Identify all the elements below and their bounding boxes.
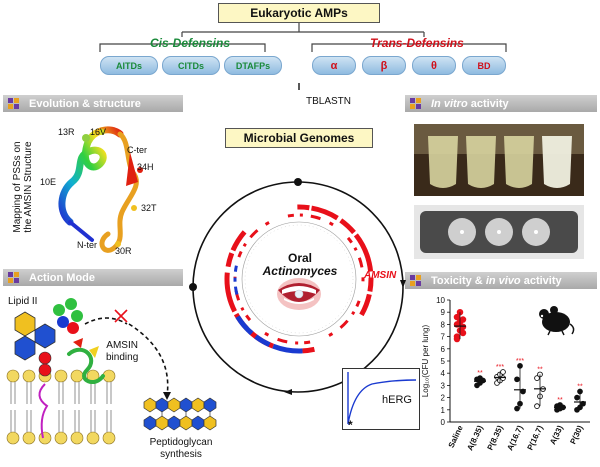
pill-dtafps: DTAFPs <box>224 56 282 75</box>
pill-alpha: α <box>312 56 356 75</box>
y-tick-label: 3 <box>441 381 446 390</box>
section-title-tox-italic: in vivo <box>485 274 521 287</box>
herg-trace <box>342 368 420 430</box>
data-point <box>459 316 467 323</box>
genome-map <box>224 204 374 354</box>
cycle-arrow-circle <box>189 178 406 395</box>
section-invitro-activity: In vitro activity <box>405 95 597 112</box>
section-action-mode: Action Mode <box>3 269 183 286</box>
x-tick-label: P(16.7) <box>526 424 545 452</box>
data-point <box>514 376 520 383</box>
residue-n-ter: N-ter <box>77 240 97 250</box>
trans-defensins-title: Trans-Defensins <box>370 36 464 50</box>
header-connectors <box>99 23 507 90</box>
x-tick-label: P(30) <box>568 424 585 446</box>
section-title-invitro-rest: activity <box>467 97 509 110</box>
y-tick-label: 9 <box>441 308 446 317</box>
y-tick-label: 10 <box>436 296 445 305</box>
tubes-photo <box>414 124 584 196</box>
center-title-actinomyces: Actinomyces <box>262 264 338 278</box>
data-point <box>574 394 580 401</box>
pill-bd: BD <box>462 56 506 75</box>
plate-photo <box>414 205 584 259</box>
x-tick-label: P(8.35) <box>486 424 505 452</box>
significance-label: *** <box>496 364 504 371</box>
significance-label: ** <box>577 384 583 391</box>
peptidoglycan-label: Peptidoglycan synthesis <box>138 437 224 461</box>
pill-beta: β <box>362 56 406 75</box>
section-title-invitro-italic: In vitro <box>431 97 468 110</box>
herg-label: hERG <box>382 394 412 406</box>
x-tick-label: A(16.7) <box>505 424 525 452</box>
y-tick-label: 8 <box>441 320 446 329</box>
amsin-binding-line-1: AMSIN <box>106 340 138 351</box>
y-tick-label: 2 <box>441 394 446 403</box>
significance-label: ** <box>557 397 563 404</box>
side-label-line-1: Mapping of PSSs on <box>12 141 23 233</box>
data-point <box>534 403 540 409</box>
significance-label: ** <box>477 370 483 377</box>
x-tick-label: Saline <box>447 424 465 450</box>
residue-c-ter: C-ter <box>127 145 147 155</box>
section-title-evolution: Evolution & structure <box>29 97 141 110</box>
section-icon <box>410 98 421 109</box>
residue-13r: 13R <box>58 127 75 137</box>
section-icon <box>8 98 19 109</box>
section-title-action: Action Mode <box>29 271 95 284</box>
eukaryotic-amps-box: Eukaryotic AMPs <box>218 3 380 23</box>
residue-16v: 16V <box>90 127 107 137</box>
residue-30r: 30R <box>115 246 132 256</box>
y-tick-label: 0 <box>441 418 446 427</box>
cis-defensins-title: Cis-Defensins <box>150 36 231 50</box>
amsin-binding-label: AMSIN binding <box>106 340 138 364</box>
tblastn-label: TBLASTN <box>306 96 352 107</box>
data-point <box>453 335 461 343</box>
pill-citds: CITDs <box>162 56 220 75</box>
data-point <box>500 369 506 375</box>
section-icon <box>8 272 19 283</box>
y-axis-label: Log₁₀(CFU per lung) <box>421 325 430 398</box>
center-title-oral: Oral <box>287 251 312 265</box>
microbial-genomes-box: Microbial Genomes <box>225 128 373 148</box>
section-evolution-structure: Evolution & structure <box>3 95 183 112</box>
amsin-binding-line-2: binding <box>106 352 139 363</box>
amsin-structure <box>58 126 143 253</box>
herg-star: * <box>348 418 353 432</box>
amsin-tag: AMSIN <box>364 270 397 281</box>
data-point <box>459 329 467 337</box>
center-title: Oral Actinomyces <box>258 252 342 278</box>
peptidoglycan-mesh <box>143 397 217 431</box>
y-tick-label: 4 <box>441 369 446 378</box>
y-tick-label: 6 <box>441 345 446 354</box>
pill-theta: θ <box>412 56 456 75</box>
section-toxicity-invivo: Toxicity & in vivo activity <box>405 272 597 289</box>
peptidoglycan-line-2: synthesis <box>160 449 202 460</box>
x-tick-label: A(8.35) <box>465 424 485 452</box>
data-point <box>514 405 520 412</box>
section-title-tox-post: activity <box>520 274 562 287</box>
residue-34h: 34H <box>137 162 154 172</box>
pill-aitds: AITDs <box>100 56 158 75</box>
y-tick-label: 5 <box>441 357 446 366</box>
significance-label: *** <box>516 358 524 365</box>
section-title-tox-pre: Toxicity & <box>431 274 486 287</box>
significance-label: ** <box>537 366 543 373</box>
residue-32t: 32T <box>141 203 157 213</box>
mouse-icon <box>539 306 575 336</box>
action-mode-diagram <box>6 298 171 445</box>
section-icon <box>410 275 421 286</box>
y-tick-label: 1 <box>441 406 446 415</box>
x-tick-label: A(33) <box>548 424 565 446</box>
peptidoglycan-line-1: Peptidoglycan <box>149 437 213 448</box>
structure-side-label: Mapping of PSSs on the AMSIN Structure <box>6 116 34 266</box>
residue-10e: 10E <box>40 177 57 187</box>
lipid-ii-label: Lipid II <box>8 296 38 307</box>
data-point <box>534 375 540 381</box>
y-tick-label: 7 <box>441 333 446 342</box>
